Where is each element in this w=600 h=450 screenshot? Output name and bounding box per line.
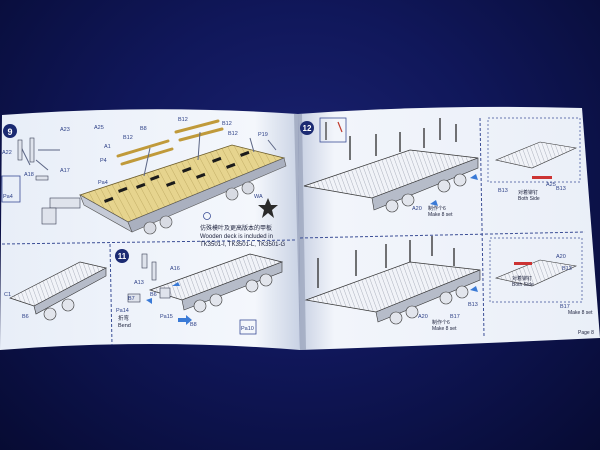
info-icon <box>203 212 211 220</box>
make-en-right: Make 8 set <box>568 310 593 316</box>
part-label: A20 <box>412 206 422 212</box>
part-label: B8 <box>190 322 197 328</box>
part-label: Pa4 <box>3 194 13 200</box>
part-label: Pa15 <box>160 314 173 320</box>
step-11-part-labels: A16 A13 Pa14 Pa15 Pa10 B6 B7 B8 <box>116 266 254 332</box>
part-label: B17 <box>450 314 460 320</box>
part-label: B13 <box>562 266 572 272</box>
step-9-badge <box>3 124 17 138</box>
part-label: B12 <box>228 131 238 137</box>
step-9-part-labels: A23 A25 B12 B12 B8 B12 B12 P4 P19 A22 A1… <box>2 117 268 200</box>
wooden-stakes <box>116 119 224 166</box>
blue-arrows <box>146 282 192 325</box>
part-label: B13 <box>498 188 508 194</box>
bend-english: Bend <box>118 323 131 329</box>
part-label: A25 <box>546 182 556 188</box>
part-label: Pa10 <box>241 326 254 332</box>
part-label: B12 <box>123 135 133 141</box>
note-chinese: 仿殊模叶及更高版本的甲板 <box>200 224 272 232</box>
part-label: WA <box>254 194 263 200</box>
make-en-lower: Make 8 set <box>432 326 457 332</box>
part-label: B12 <box>178 117 188 123</box>
part-label: B17 <box>560 304 570 310</box>
part-label: A20 <box>418 314 428 320</box>
make-cn-upper: 制作个6 <box>428 205 446 212</box>
both-side-cn-lower: 对着铆钉 <box>512 275 532 282</box>
part-label: B13 <box>468 302 478 308</box>
part-label: B12 <box>222 121 232 127</box>
both-side-en-lower: Both Side <box>512 282 534 288</box>
part-label: A17 <box>60 168 70 174</box>
photo-etch-part <box>258 198 278 218</box>
part-label: A25 <box>94 125 104 131</box>
make-en-upper: Make 8 set <box>428 212 453 218</box>
part-label: A16 <box>170 266 180 272</box>
note-english-line2: TK3501-I, TK3501-L, TK3501-G <box>200 242 285 248</box>
part-label: P19 <box>258 132 268 138</box>
stakes-upper <box>349 118 457 160</box>
step-11-number: 11 <box>118 252 127 261</box>
inset-box-step9 <box>1 175 21 203</box>
part-label: B7 <box>128 296 135 302</box>
stakes-lower <box>317 236 455 288</box>
part-label: A23 <box>60 127 70 133</box>
part-label: B8 <box>140 126 147 132</box>
part-label: B13 <box>556 186 566 192</box>
part-label: B6 <box>150 292 157 298</box>
part-label: A18 <box>24 172 34 178</box>
part-label: A13 <box>134 280 144 286</box>
part-label: A20 <box>556 254 566 260</box>
note-english-line1: Wooden deck is included in <box>200 234 273 240</box>
both-side-en-upper: Both Side <box>518 196 540 202</box>
part-label: B6 <box>22 314 29 320</box>
step-12-number: 12 <box>303 124 312 133</box>
step-9-number: 9 <box>7 127 12 137</box>
right-page <box>298 106 600 350</box>
page-number: Page 8 <box>578 330 594 336</box>
part-label: C1 <box>4 292 11 298</box>
step-12-badge <box>300 121 314 135</box>
part-label: P4 <box>100 158 107 164</box>
part-label: Pa4 <box>98 180 108 186</box>
make-cn-lower: 制作个6 <box>432 319 450 326</box>
part-label: A1 <box>104 144 111 150</box>
red-markers <box>514 176 552 265</box>
both-side-cn-upper: 对着铆钉 <box>518 189 538 196</box>
part-label: Pa14 <box>116 308 129 314</box>
bend-chinese: 折弯 <box>118 314 130 322</box>
part-label: A22 <box>2 150 12 156</box>
step-11-badge <box>115 249 129 263</box>
step-12-part-labels: A20 A20 B13 B13 A25 B13 B17 B17 A20 B13 <box>412 182 572 320</box>
deck-slots <box>104 150 250 203</box>
